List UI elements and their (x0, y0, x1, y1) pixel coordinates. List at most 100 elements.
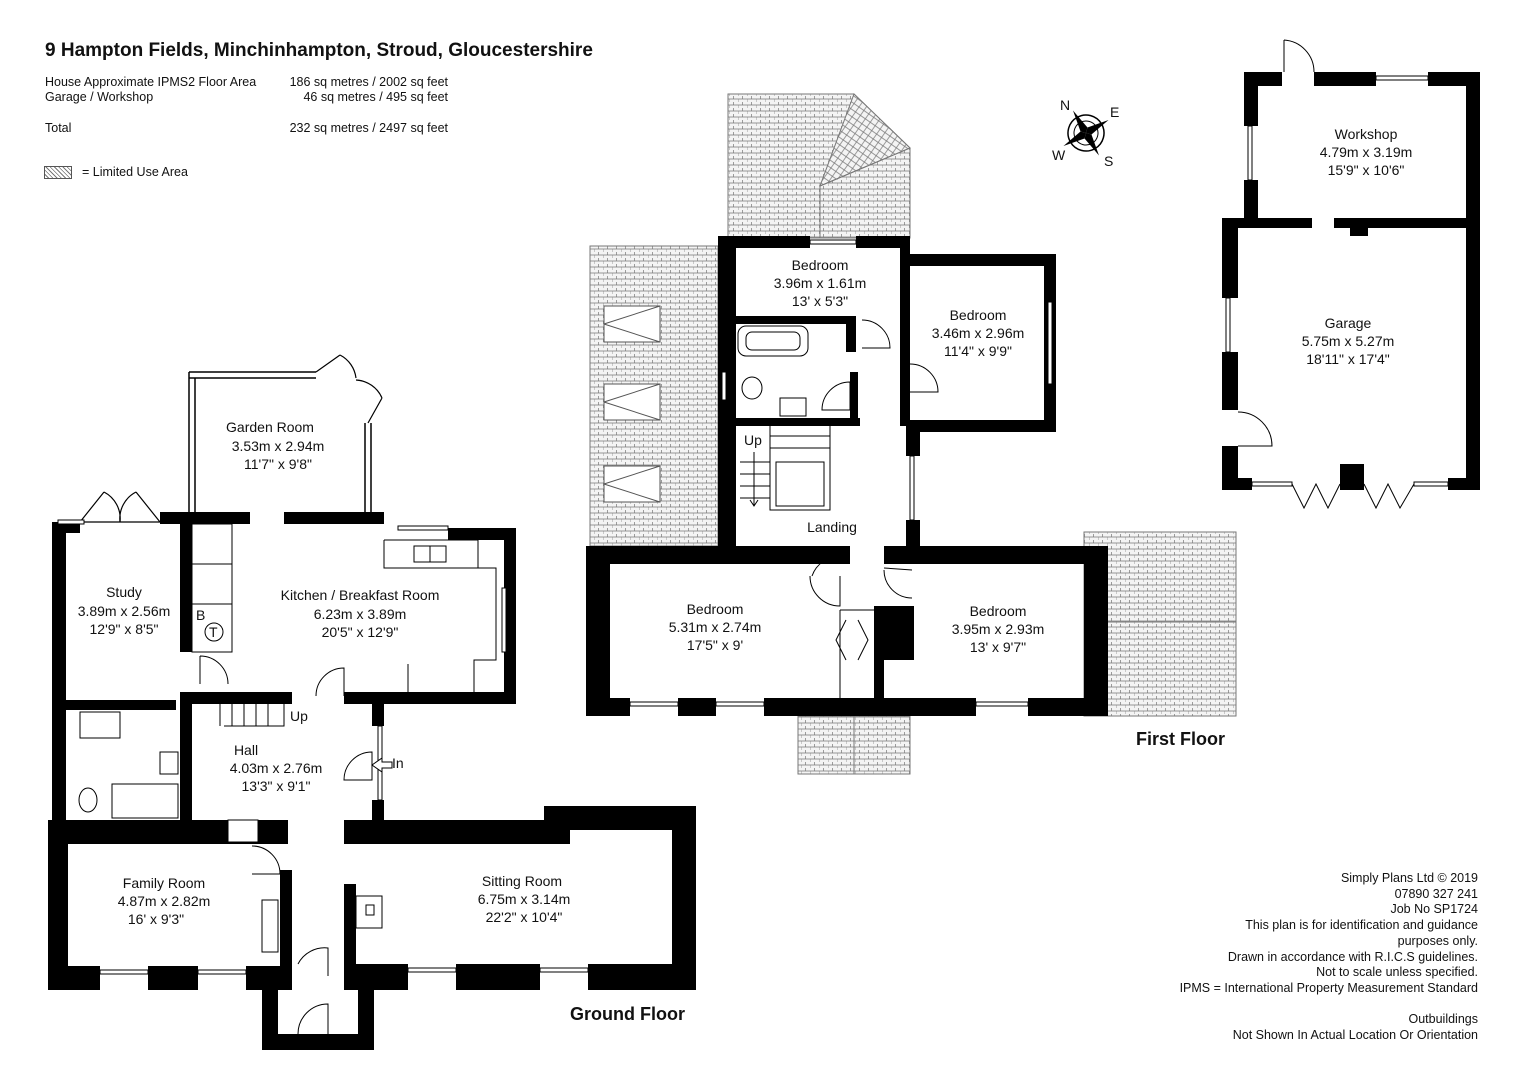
skylight (603, 465, 661, 503)
kitchen-door-leaf (315, 667, 345, 697)
up-marker: Up (290, 708, 308, 724)
plan-notes: Simply Plans Ltd © 2019 07890 327 241 Jo… (1180, 871, 1478, 1044)
wall (1222, 478, 1252, 490)
wall (448, 528, 516, 540)
job-number: Job No SP1724 (1390, 902, 1478, 917)
room-name: Hall (234, 742, 258, 758)
wall (372, 704, 384, 726)
garden-door-leaf (315, 354, 357, 379)
wall (884, 546, 1096, 564)
bedroom-door-leaf (809, 575, 841, 607)
room-name: Garage (1325, 315, 1372, 331)
room-name: Family Room (123, 875, 205, 891)
first-floor-label: First Floor (1136, 729, 1225, 749)
wall (718, 236, 736, 548)
wall (718, 236, 810, 248)
area-value: 232 sq metres / 2497 sq feet (289, 121, 448, 135)
room-metric: 4.79m x 3.19m (1320, 144, 1413, 160)
disclaimer-line: Not to scale unless specified. (1316, 965, 1478, 980)
window (501, 587, 507, 653)
area-label: Total (45, 121, 72, 135)
wall (1334, 218, 1478, 228)
area-table: House Approximate IPMS2 Floor Area 186 s… (45, 75, 455, 136)
basin-icon (779, 397, 807, 417)
wall (1340, 464, 1364, 490)
window (1247, 125, 1253, 181)
window (715, 701, 765, 707)
wall (730, 418, 860, 426)
wall (48, 966, 100, 990)
area-value: 46 sq metres / 495 sq feet (303, 90, 448, 104)
wall (344, 964, 408, 990)
wall (358, 986, 374, 1046)
wall (1350, 228, 1368, 236)
phone-number: 07890 327 241 (1394, 886, 1478, 901)
compass-icon (1063, 110, 1109, 156)
wall (344, 884, 356, 968)
room-name: Bedroom (687, 601, 744, 617)
room-metric: 4.03m x 2.76m (230, 760, 323, 776)
tank-marker: T (209, 624, 218, 640)
wall (344, 692, 376, 704)
disclaimer-line: purposes only. (1397, 933, 1478, 948)
wall (372, 692, 516, 704)
outbuildings-note: Outbuildings (1408, 1012, 1479, 1027)
wall (504, 528, 516, 704)
room-imperial: 11'7" x 9'8" (244, 456, 312, 472)
room-name: Landing (807, 519, 857, 535)
study-french-doors (79, 491, 161, 523)
room-metric: 5.31m x 2.74m (669, 619, 762, 635)
disclaimer-line: Drawn in accordance with R.I.C.S guideli… (1227, 949, 1478, 964)
wall (1428, 72, 1478, 86)
landing-door-leaf (811, 555, 843, 577)
room-metric: 3.53m x 2.94m (232, 438, 325, 454)
wall (906, 426, 920, 456)
garage-side-door-leaf (1237, 411, 1273, 447)
room-metric: 3.46m x 2.96m (932, 325, 1025, 341)
basin-icon (159, 751, 179, 775)
cupboard (191, 563, 233, 605)
inner-door-leaf (297, 947, 329, 976)
room-name: Bedroom (792, 257, 849, 273)
wardrobe (835, 609, 877, 700)
family-room-door-leaf (251, 845, 281, 875)
room-metric: 3.95m x 2.93m (952, 621, 1045, 637)
stairs-first (740, 424, 831, 511)
wall (148, 966, 198, 990)
wall (1448, 478, 1480, 490)
area-value: 186 sq metres / 2002 sq feet (289, 75, 448, 89)
skylight (603, 383, 661, 421)
window (1251, 481, 1293, 487)
room-metric: 4.87m x 2.82m (118, 893, 211, 909)
wall (1244, 72, 1258, 126)
room-name: Sitting Room (482, 873, 562, 889)
wall (66, 700, 176, 710)
room-imperial: 13' x 9'7" (970, 639, 1026, 655)
wall (180, 692, 292, 704)
company-name: Simply Plans Ltd © 2019 (1340, 871, 1478, 885)
first-floor-plan (586, 93, 1237, 775)
wall (1466, 72, 1480, 490)
wall (262, 1034, 374, 1050)
room-metric: 6.23m x 3.89m (314, 606, 407, 622)
window (809, 239, 857, 245)
fireplace-icon (261, 899, 279, 953)
wall (372, 800, 384, 822)
window (629, 701, 679, 707)
compass-north: N (1060, 97, 1070, 113)
wall (672, 806, 696, 990)
window (975, 701, 1029, 707)
wall (456, 964, 540, 990)
bedroom-door-leaf (909, 363, 939, 393)
room-imperial: 16' x 9'3" (128, 911, 184, 927)
wall (544, 806, 696, 830)
window (397, 525, 449, 531)
window (197, 969, 247, 975)
ground-floor-plan: B T (48, 354, 696, 1050)
room-imperial: 18'11" x 17'4" (1306, 351, 1390, 367)
wall (846, 316, 856, 352)
legend: = Limited Use Area (44, 165, 188, 179)
front-door-leaf (343, 751, 373, 781)
room-imperial: 17'5" x 9' (687, 637, 743, 653)
